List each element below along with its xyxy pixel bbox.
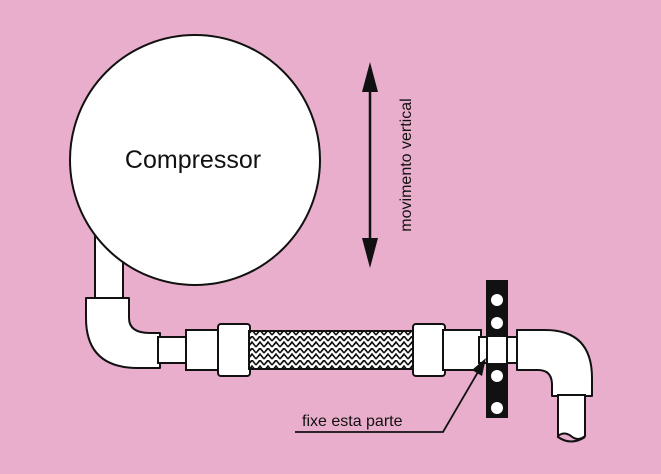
vertical-movement-label: movimento vertical: [398, 98, 415, 231]
fix-part-label: fixe esta parte: [302, 413, 403, 430]
right-elbow: [516, 329, 593, 397]
left-collar: [185, 329, 221, 371]
fixing-bracket: [486, 280, 508, 418]
braided-hose: [248, 330, 415, 370]
right-collar: [442, 329, 482, 371]
left-elbow: [85, 297, 161, 369]
outlet-pipe: [557, 394, 586, 440]
left-hose-ferrule: [217, 323, 251, 377]
left-pipe-segment: [157, 336, 189, 364]
right-hose-ferrule: [412, 323, 446, 377]
callout-arrow-icon: [295, 358, 486, 433]
vertical-movement-arrow-icon: [362, 62, 378, 268]
compressor-label: Compressor: [125, 146, 261, 174]
compressor-body: [69, 34, 321, 286]
